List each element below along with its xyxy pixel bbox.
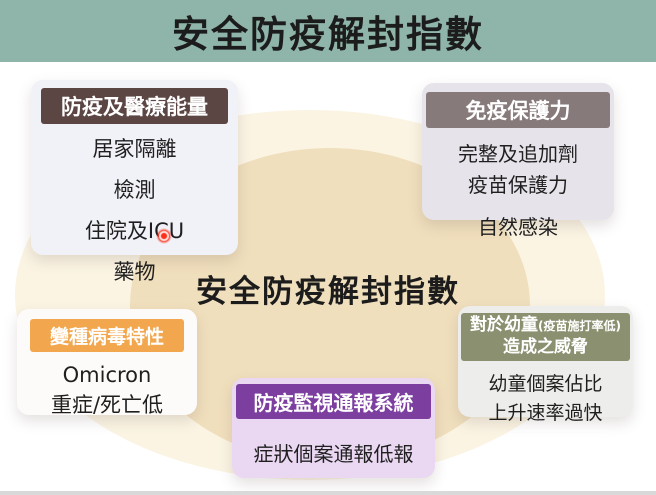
- bottom-edge-strip: [0, 491, 656, 495]
- card-variant-header: 變種病毒特性: [30, 319, 184, 352]
- card-children-header: 對於幼童(疫苗施打率低) 造成之威脅: [461, 313, 630, 361]
- card-immunity-item: 自然感染: [478, 215, 558, 239]
- card-immunity-item: 完整及追加劑: [458, 142, 578, 166]
- card-children-header-paren: (疫苗施打率低): [538, 319, 621, 333]
- card-variant-item: Omicron: [62, 363, 152, 387]
- card-children-header-line1: 對於幼童(疫苗施打率低): [461, 315, 630, 337]
- card-children-item: 幼童個案佔比: [488, 373, 603, 395]
- card-medical-header: 防疫及醫療能量: [41, 88, 228, 124]
- card-medical-item: 藥物: [113, 260, 156, 284]
- card-immunity-header: 免疫保護力: [426, 92, 610, 128]
- card-medical-capacity: 防疫及醫療能量 居家隔離 檢測 住院及ICU 藥物: [31, 80, 238, 284]
- center-title: 安全防疫解封指數: [196, 274, 460, 310]
- laser-pointer-icon: [156, 228, 172, 244]
- top-banner: 安全防疫解封指數: [0, 0, 656, 62]
- card-children-threat: 對於幼童(疫苗施打率低) 造成之威脅 幼童個案佔比 上升速率過快: [458, 306, 633, 424]
- card-variant-item: 重症/死亡低: [50, 393, 164, 417]
- card-variant-traits: 變種病毒特性 Omicron 重症/死亡低: [17, 309, 197, 417]
- card-immunity-protection: 免疫保護力 完整及追加劑 疫苗保護力 自然感染: [422, 83, 614, 239]
- card-surveillance-item: 症狀個案通報低報: [253, 442, 414, 466]
- card-children-header-main: 對於幼童: [470, 315, 538, 335]
- card-surveillance-header: 防疫監視通報系統: [236, 384, 431, 419]
- card-children-item: 上升速率過快: [488, 402, 603, 424]
- card-medical-item: 居家隔離: [92, 137, 177, 161]
- card-surveillance-system: 防疫監視通報系統 症狀個案通報低報: [232, 378, 435, 478]
- card-immunity-item: 疫苗保護力: [468, 173, 568, 197]
- card-medical-item: 住院及ICU: [84, 219, 185, 243]
- card-medical-item: 檢測: [113, 178, 156, 202]
- banner-title: 安全防疫解封指數: [172, 13, 484, 56]
- card-children-header-line2: 造成之威脅: [503, 337, 588, 357]
